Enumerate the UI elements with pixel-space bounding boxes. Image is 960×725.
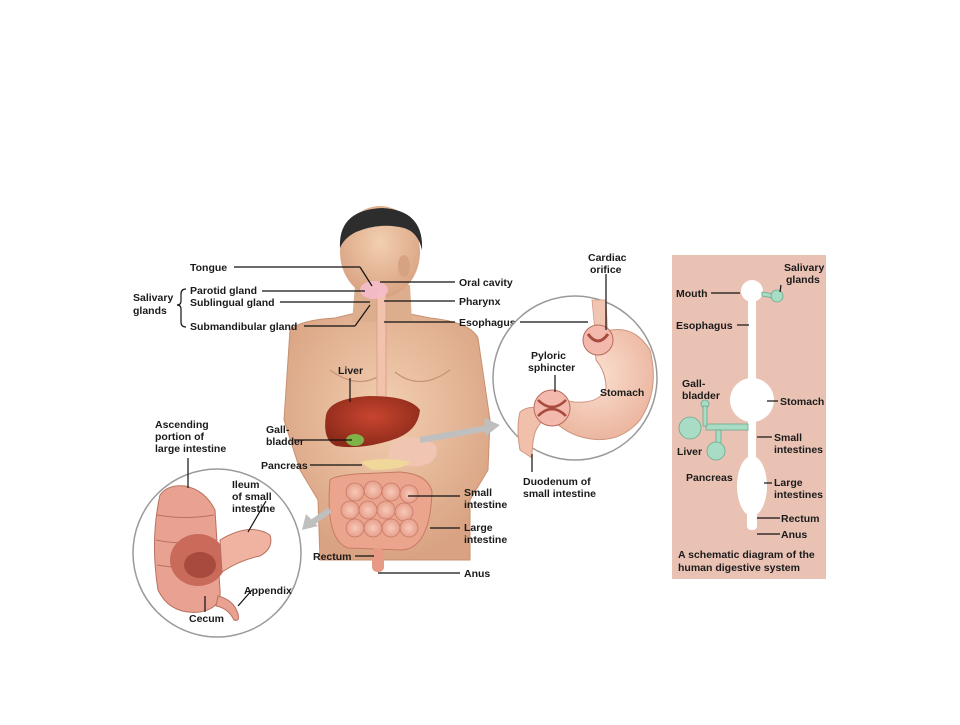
- salivary-glands-shape: [360, 281, 388, 299]
- label-esophagus: Esophagus: [459, 317, 516, 329]
- schem-label-liver: Liver: [677, 446, 702, 458]
- label-small-intestine-1: Small: [464, 487, 492, 499]
- schematic-tract: [730, 280, 774, 530]
- label-oral-cavity: Oral cavity: [459, 277, 513, 289]
- stomach-inset: Cardiac orifice Pyloric sphincter Stomac…: [492, 252, 658, 500]
- schem-label-large-2: intestines: [774, 489, 823, 501]
- schem-label-rectum: Rectum: [781, 513, 820, 525]
- label-ileum-1: Ileum: [232, 479, 259, 491]
- intestine-inset: Ascending portion of large intestine Ile…: [132, 419, 302, 638]
- schem-label-anus: Anus: [781, 529, 807, 541]
- main-leader-lines: [176, 266, 460, 574]
- schem-label-small-2: intestines: [774, 444, 823, 456]
- label-duodenum-2: small intestine: [523, 488, 596, 500]
- label-cardiac-1: Cardiac: [588, 252, 627, 264]
- label-salivary-glands-2: glands: [133, 305, 167, 317]
- label-small-intestine-2: intestine: [464, 499, 507, 511]
- label-ileum-2: of small: [232, 491, 272, 503]
- label-ileum-3: intestine: [232, 503, 275, 515]
- label-large-intestine-1: Large: [464, 522, 493, 534]
- label-salivary-glands-1: Salivary: [133, 292, 173, 304]
- liver-shape: [325, 396, 420, 448]
- schem-label-esophagus: Esophagus: [676, 320, 733, 332]
- schem-label-mouth: Mouth: [676, 288, 708, 300]
- schem-label-small-1: Small: [774, 432, 802, 444]
- label-pancreas: Pancreas: [261, 460, 308, 472]
- label-appendix: Appendix: [244, 585, 292, 597]
- schematic-panel: Salivary glands Mouth Esophagus Gall- bl…: [672, 255, 826, 579]
- pancreas-shape: [360, 459, 410, 470]
- schem-label-large-1: Large: [774, 477, 803, 489]
- label-cecum: Cecum: [189, 613, 224, 625]
- label-pyloric-2: sphincter: [528, 362, 575, 374]
- human-torso-illustration: [283, 206, 500, 572]
- rectum-shape: [372, 548, 384, 572]
- arrow-to-stomach-icon: [484, 418, 500, 436]
- label-duodenum-1: Duodenum of: [523, 476, 591, 488]
- label-rectum: Rectum: [313, 551, 352, 563]
- label-gallbladder-2: bladder: [266, 436, 304, 448]
- label-anus: Anus: [464, 568, 490, 580]
- label-submandibular-gland: Submandibular gland: [190, 321, 297, 333]
- schem-label-gallbladder-1: Gall-: [682, 378, 706, 390]
- label-pyloric-1: Pyloric: [531, 350, 566, 362]
- label-liver: Liver: [338, 365, 363, 377]
- label-stomach: Stomach: [600, 387, 644, 399]
- schem-label-salivary-1: Salivary: [784, 262, 824, 274]
- label-ascending-2: portion of: [155, 431, 204, 443]
- label-sublingual-gland: Sublingual gland: [190, 297, 275, 309]
- stomach-shape: [388, 437, 437, 467]
- label-cardiac-2: orifice: [590, 264, 622, 276]
- arrow-to-intestine-icon: [302, 514, 318, 530]
- label-parotid-gland: Parotid gland: [190, 285, 257, 297]
- schem-label-stomach: Stomach: [780, 396, 824, 408]
- schematic-glands: [678, 289, 784, 461]
- schem-label-gallbladder-2: bladder: [682, 390, 720, 402]
- schem-label-salivary-2: glands: [786, 274, 820, 286]
- schematic-caption-2: human digestive system: [678, 562, 800, 574]
- label-tongue: Tongue: [190, 262, 227, 274]
- label-pharynx: Pharynx: [459, 296, 501, 308]
- gallbladder-shape: [346, 434, 364, 446]
- schematic-caption-1: A schematic diagram of the: [678, 549, 815, 561]
- label-gallbladder-1: Gall-: [266, 424, 290, 436]
- label-ascending-3: large intestine: [155, 443, 226, 455]
- schematic-leader-lines: [711, 284, 782, 535]
- label-ascending-1: Ascending: [155, 419, 209, 431]
- label-large-intestine-2: intestine: [464, 534, 507, 546]
- schem-label-pancreas: Pancreas: [686, 472, 733, 484]
- main-figure-labels: Tongue Salivary glands Parotid gland Sub…: [133, 262, 516, 580]
